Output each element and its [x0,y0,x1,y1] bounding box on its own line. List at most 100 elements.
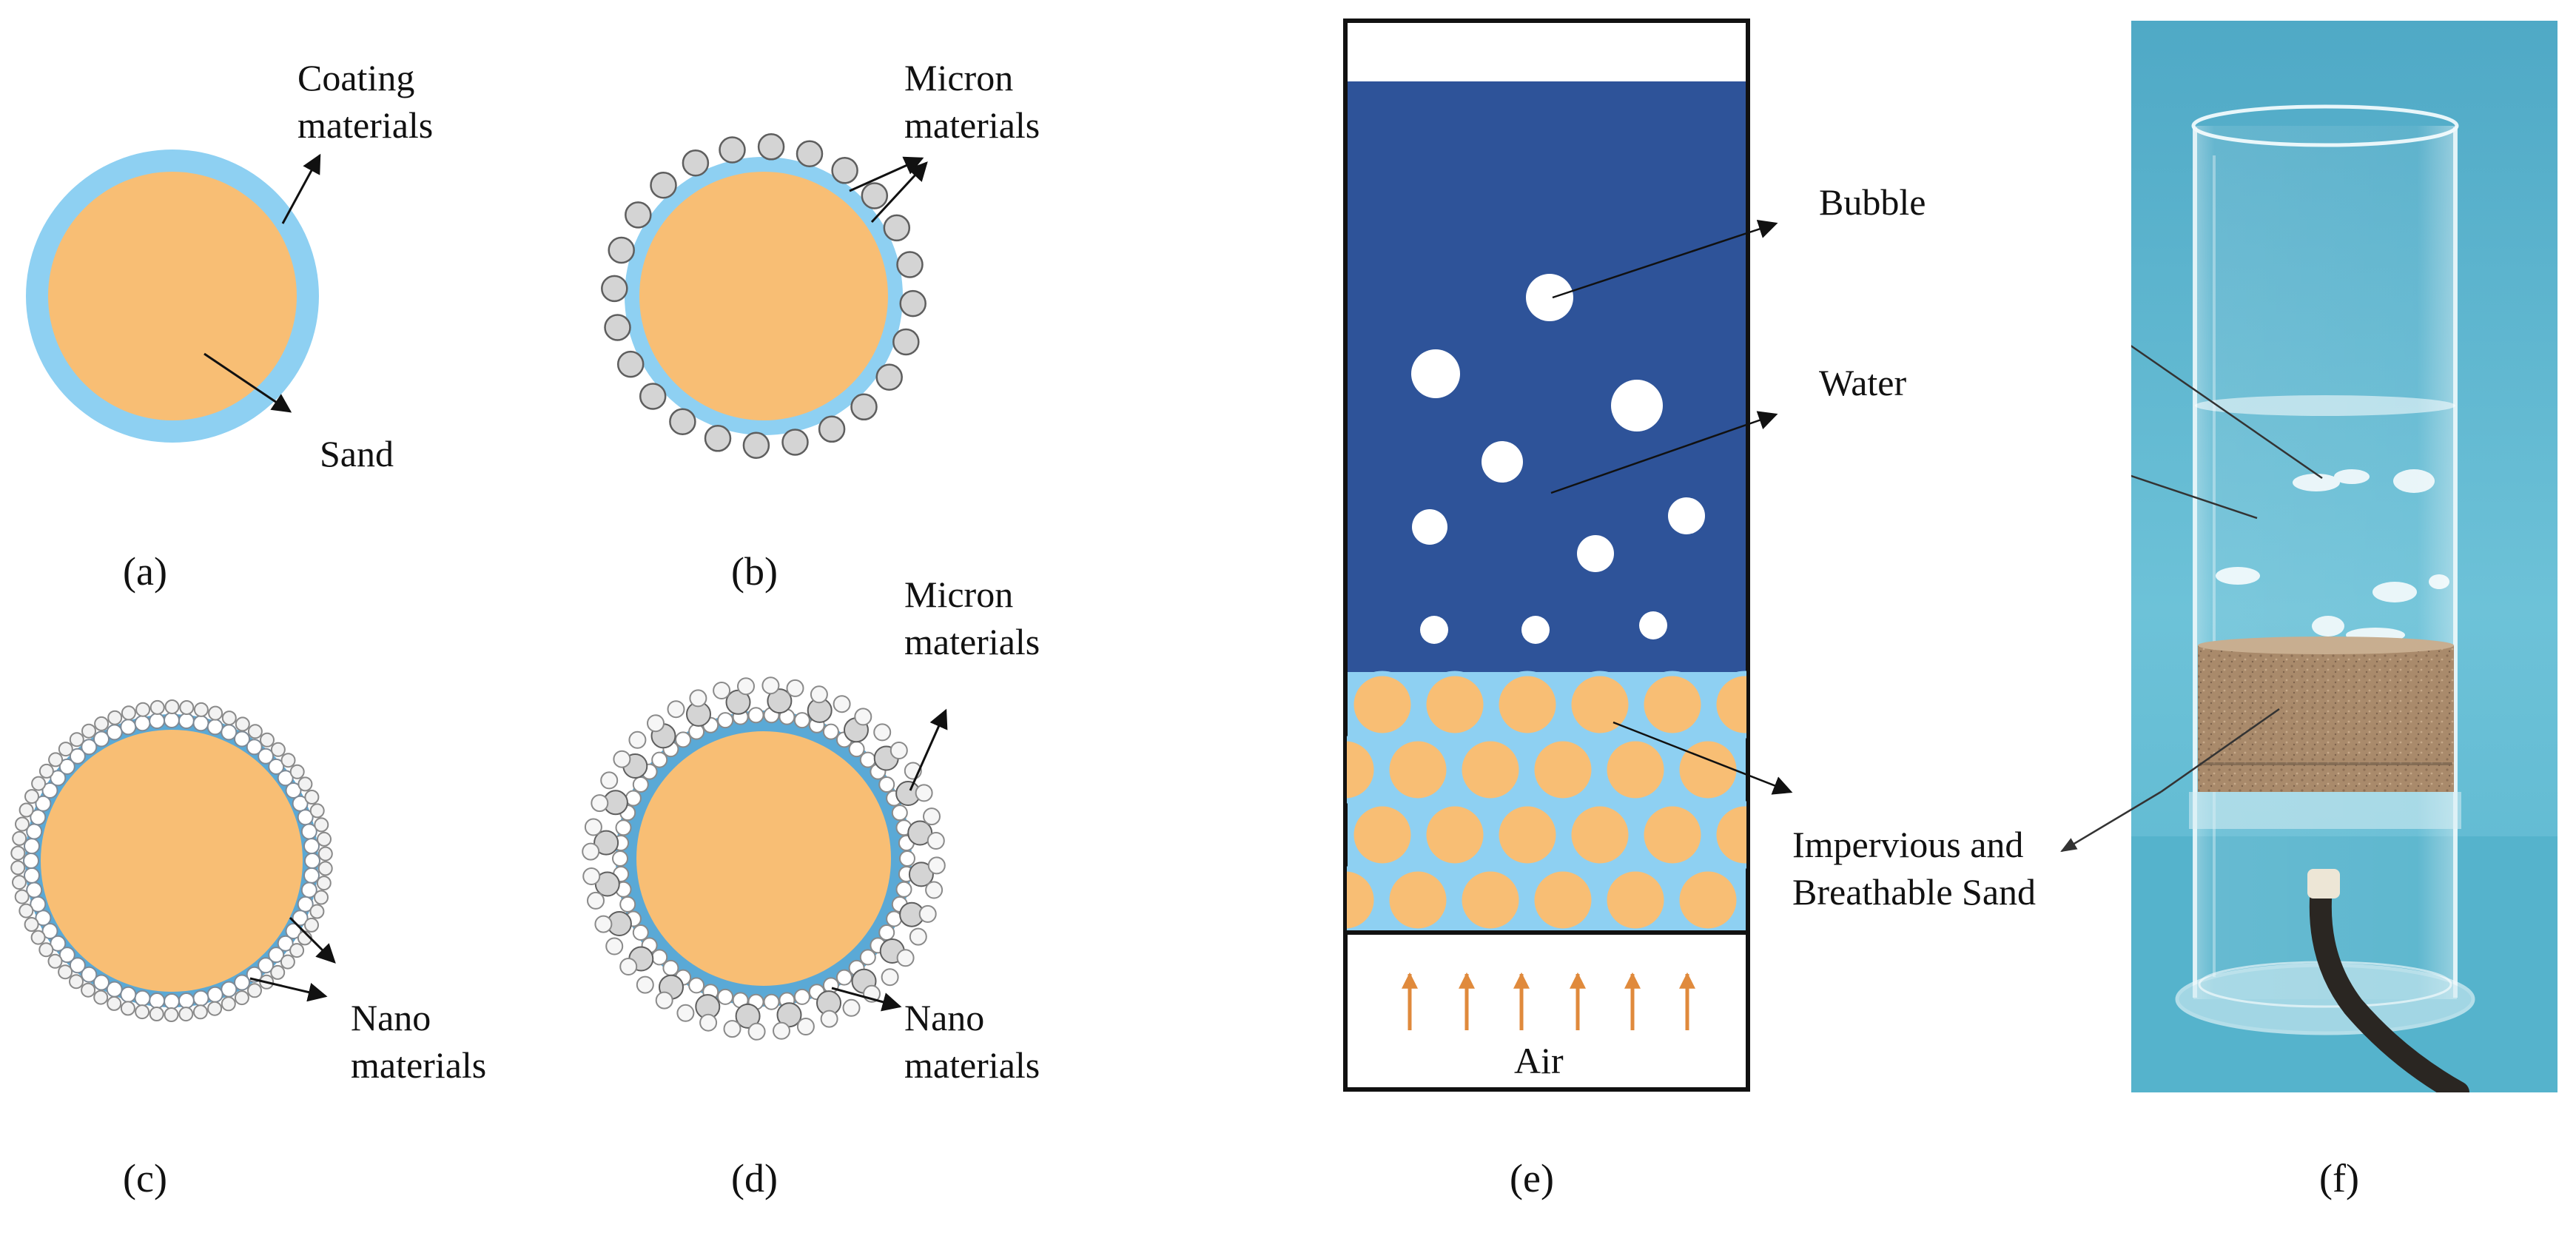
particle [699,1013,718,1032]
particle [58,964,73,980]
particle [93,730,110,748]
sand-grain [41,730,303,992]
sand-grain [1601,736,1669,804]
particle [600,771,619,790]
particle [41,923,58,939]
particle [270,742,286,757]
micron-label: Micron [904,574,1013,615]
panel-a: Coating materials Sand (a) [26,57,433,594]
particle [309,904,325,919]
water-surface [2195,395,2455,416]
particle [757,133,785,161]
micron-pointer [909,708,948,791]
particle [818,415,846,443]
particle [258,748,275,765]
particle [873,723,892,742]
particle [292,910,309,927]
panel-a-caption: (a) [123,549,167,594]
particle [247,983,262,998]
particle [612,850,628,867]
particle [30,809,47,826]
particle [848,741,865,758]
sand-grain [48,172,297,420]
sand-grain [1384,736,1452,804]
particle [891,805,908,822]
particle [149,993,166,1009]
particle [314,890,329,905]
particle [277,770,294,787]
particle [193,702,209,717]
particle [584,818,602,836]
bubble [1639,611,1667,639]
air-tube [2309,870,2469,1092]
panel-c: Nano materials (c) [10,699,486,1200]
tube-connector [2307,869,2340,899]
sand-grain [636,731,891,986]
bubble-pointer [1552,220,1778,299]
particle [861,182,889,209]
particle [41,782,58,799]
micron-particles [601,133,927,459]
water-label: Water [1819,362,1906,403]
sand-grain [1529,736,1597,804]
particle [651,949,668,966]
particle [747,1022,766,1041]
particle [69,732,84,748]
particle [69,974,84,990]
sand-grain [1347,866,1379,934]
particle [164,993,180,1010]
coating-label-2: materials [297,104,433,146]
particle [10,845,26,861]
particle [178,993,195,1009]
particle [854,708,872,726]
particle [651,751,668,768]
particle [675,731,692,748]
sand-pointer [1612,721,1793,795]
particle [601,275,628,303]
particle [24,917,39,932]
particle [316,876,332,891]
particle [38,763,54,779]
particle [850,393,878,421]
panel-b-caption: (b) [731,549,778,594]
particle [896,949,915,967]
particle [268,947,285,964]
particle [12,830,27,846]
sand-grain [1601,866,1669,934]
sand-label: Impervious and [1792,824,2023,865]
particle [632,776,649,793]
sand-grain [639,172,888,420]
particle [120,719,137,736]
sand-layer [2198,645,2454,792]
particle [713,682,731,699]
panel-f-caption: (f) [2319,1156,2359,1200]
particle [221,981,238,998]
particle [19,903,34,918]
bubble [1411,349,1460,398]
particle [149,713,166,729]
panel-e: Air Bubble Water Impervious and Breathab… [1343,19,2036,1200]
particle [69,957,86,974]
sand-grain [1456,866,1524,934]
air-arrows [1402,972,1695,1030]
particle [605,937,624,955]
micron-label-2: materials [904,621,1040,662]
particle [234,990,249,1006]
particle [892,328,920,356]
particle [878,776,895,793]
micron-pointer-1 [849,156,924,192]
particle [793,712,810,729]
particle [890,742,908,759]
particle [270,964,286,980]
particle [859,949,876,966]
sand-grain [1347,736,1379,804]
particle [221,711,237,726]
sand-grain [1711,671,1746,739]
sand-grain [1529,866,1597,934]
particle [48,752,64,768]
particle [303,838,320,855]
particle [297,896,314,913]
water-pointer [1550,411,1778,494]
particle [134,990,151,1007]
